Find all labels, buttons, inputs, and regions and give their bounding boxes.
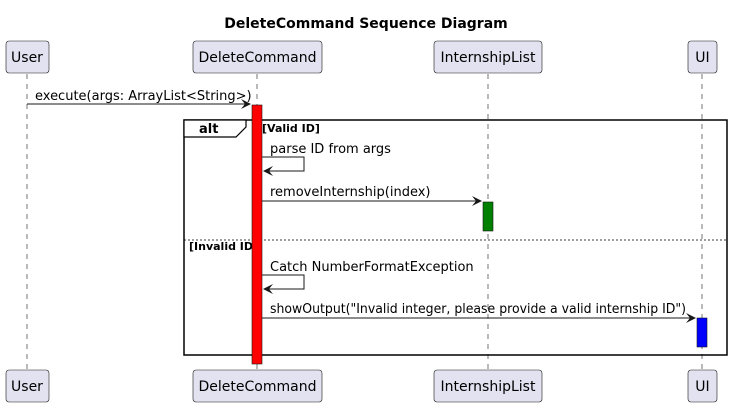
alt-keyword: alt (199, 122, 218, 137)
message-catch-exception: Catch NumberFormatException (262, 260, 474, 294)
alt-fragment: alt [Valid ID] [Invalid ID] (183, 119, 728, 356)
message-label: Catch NumberFormatException (270, 260, 474, 275)
message-remove-internship: removeInternship(index) (262, 185, 482, 206)
message-label: execute(args: ArrayList<String>) (35, 89, 252, 104)
participant-label: User (11, 50, 43, 66)
diagram-title: DeleteCommand Sequence Diagram (224, 16, 508, 32)
participant-user-bottom: User (5, 369, 50, 403)
participant-label: InternshipList (441, 379, 536, 395)
activation-internshiplist (482, 201, 494, 232)
participant-label: UI (695, 379, 709, 395)
participant-user-top: User (5, 40, 50, 74)
message-execute: execute(args: ArrayList<String>) (27, 89, 252, 109)
message-label: parse ID from args (270, 142, 391, 157)
activation-deletecommand (251, 104, 263, 365)
message-show-output: showOutput("Invalid integer, please prov… (262, 302, 696, 323)
participant-internshiplist-top: InternshipList (433, 40, 543, 74)
guard-valid-id: [Valid ID] (262, 122, 320, 135)
participant-internshiplist-bottom: InternshipList (433, 369, 543, 403)
guard-invalid-id: [Invalid ID] (189, 240, 258, 253)
participant-ui-bottom: UI (687, 369, 718, 403)
participant-ui-top: UI (687, 40, 718, 74)
message-label: removeInternship(index) (270, 185, 430, 200)
participant-label: User (11, 379, 43, 395)
participant-label: InternshipList (441, 50, 536, 66)
participant-deletecommand-bottom: DeleteCommand (192, 369, 323, 403)
participant-label: DeleteCommand (199, 379, 317, 395)
participant-label: UI (695, 50, 709, 66)
message-label: showOutput("Invalid integer, please prov… (270, 302, 686, 317)
participant-label: DeleteCommand (199, 50, 317, 66)
participant-deletecommand-top: DeleteCommand (192, 40, 323, 74)
activation-ui (696, 317, 708, 348)
message-parse-id: parse ID from args (262, 142, 391, 176)
